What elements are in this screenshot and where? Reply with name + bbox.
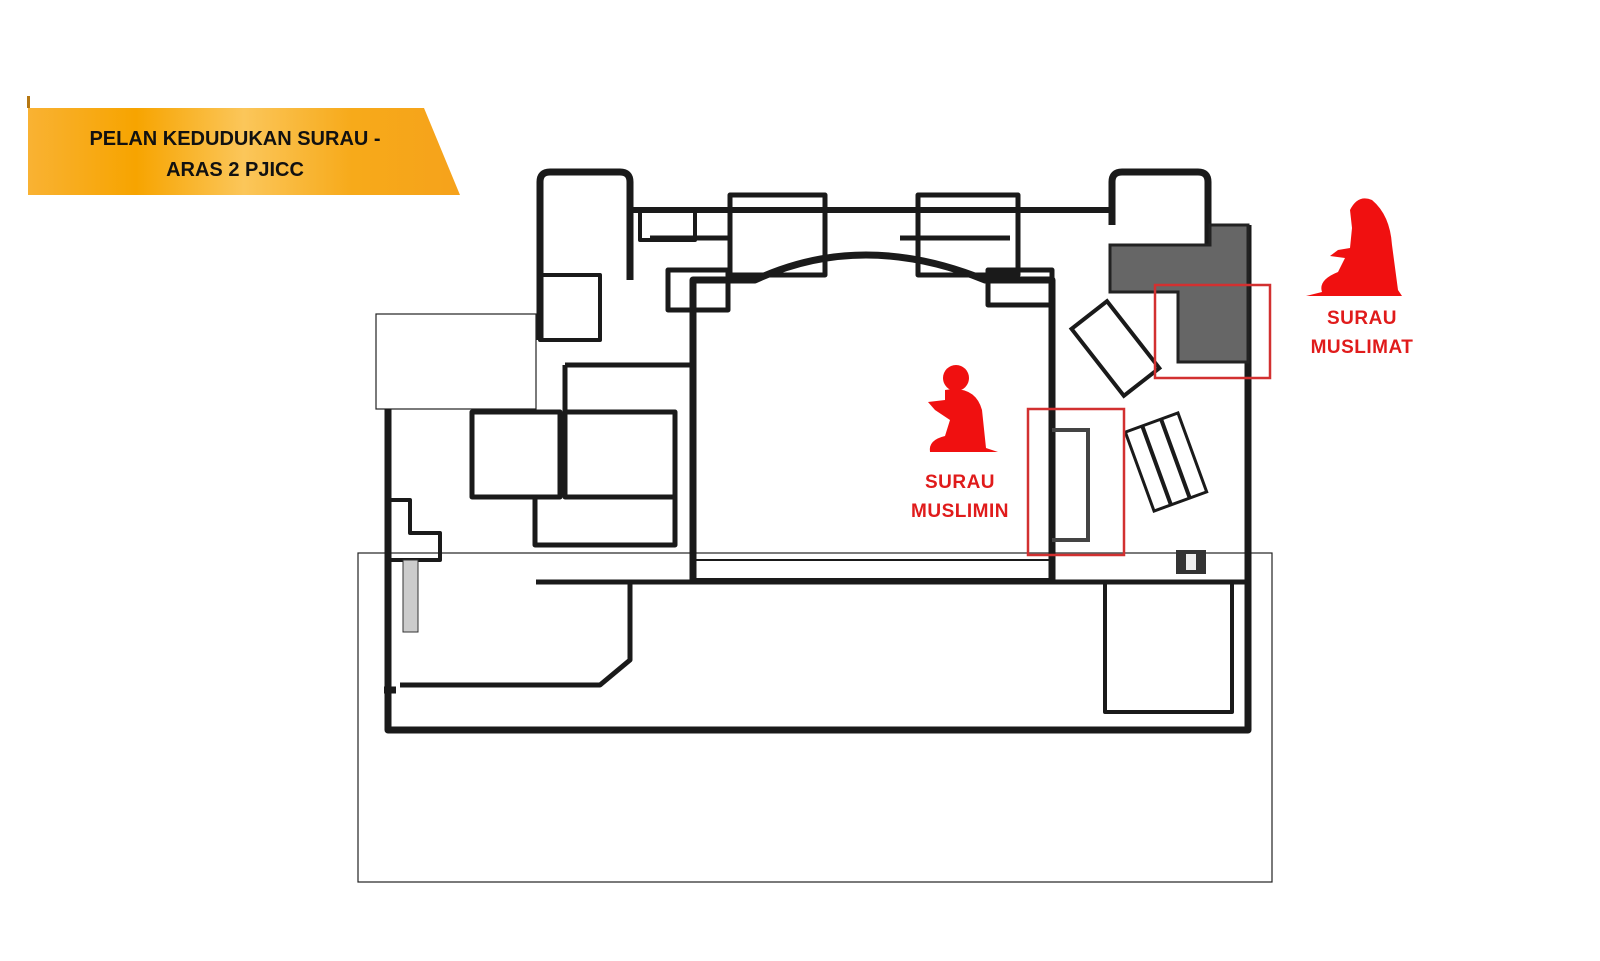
tower-right [1108, 168, 1212, 245]
page-title: PELAN KEDUDUKAN SURAU - ARAS 2 PJICC [40, 124, 430, 186]
staircase [402, 559, 419, 633]
title-banner [28, 108, 460, 195]
surau-muslimin-label: SURAU MUSLIMIN [895, 468, 1025, 526]
muslimin-highlight [1026, 407, 1126, 557]
annex-room [375, 313, 537, 410]
surau-muslimat-label: SURAU MUSLIMAT [1297, 304, 1427, 362]
surau-muslimin-room [1052, 428, 1090, 542]
title-line-2: ARAS 2 PJICC [166, 159, 304, 181]
muslimat-highlight [1153, 283, 1272, 380]
site-boundary [357, 552, 1273, 883]
escalators [1123, 411, 1209, 513]
banner-marker [27, 96, 30, 108]
surau-muslimat-block [1108, 223, 1250, 364]
title-line-1: PELAN KEDUDUKAN SURAU - [89, 128, 381, 150]
muslimin-line-1: SURAU [924, 472, 996, 493]
praying-man-icon [928, 365, 998, 452]
praying-woman-icon [1306, 198, 1402, 296]
muslimat-line-2: MUSLIMAT [1310, 337, 1414, 358]
building-outline [384, 225, 1252, 734]
muslimat-line-1: SURAU [1326, 308, 1398, 329]
lift-shaft [1068, 298, 1163, 399]
muslimin-line-2: MUSLIMIN [911, 501, 1009, 522]
tower-left [536, 168, 634, 340]
